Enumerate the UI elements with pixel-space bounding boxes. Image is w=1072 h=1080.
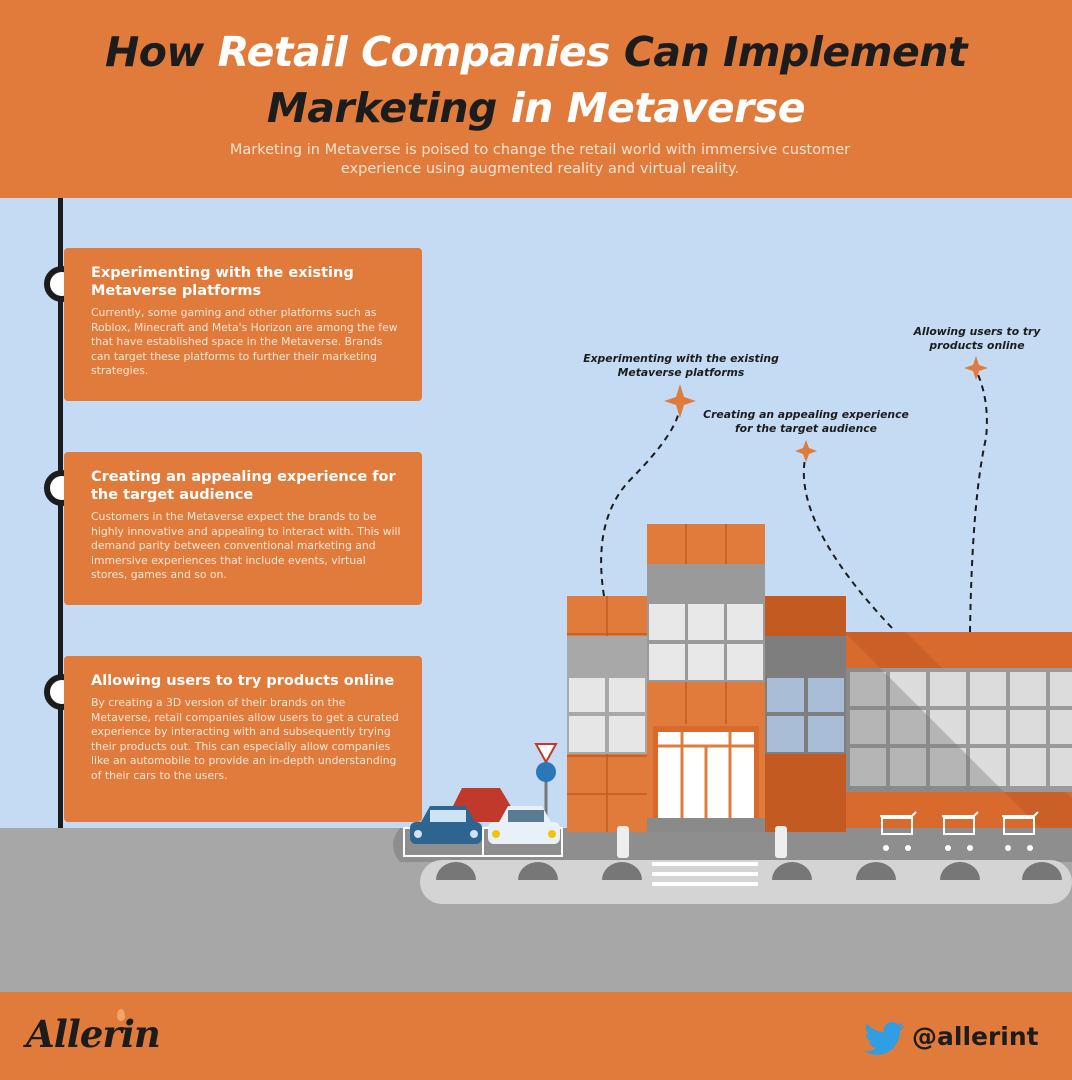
page-title: How Retail Companies Can Implement Marke… — [0, 24, 1072, 136]
twitter-icon — [864, 1022, 904, 1055]
title-word: Marketing — [266, 84, 498, 132]
car-white — [488, 806, 560, 844]
shopping-carts — [880, 811, 1039, 835]
card-title: Experimenting with the existing Metavers… — [91, 265, 354, 299]
dashed-connectors — [600, 369, 988, 633]
info-card: Allowing users to try products online By… — [64, 656, 422, 822]
title-word: How — [104, 28, 204, 76]
title-word: Retail Companies — [217, 28, 611, 76]
page-subtitle: Marketing in Metaverse is poised to chan… — [229, 142, 851, 177]
info-card: Experimenting with the existing Metavers… — [64, 248, 422, 401]
scene-annotation: Creating an appealing experience for the… — [703, 408, 909, 435]
title-word: in Metaverse — [510, 84, 806, 132]
card-title: Creating an appealing experience for the… — [91, 469, 396, 503]
yield-sign — [534, 743, 558, 765]
scene-annotation: Allowing users to try products online — [913, 325, 1041, 352]
card-body: Currently, some gaming and other platfor… — [91, 306, 398, 378]
brand-logo: Allerin — [26, 1012, 161, 1056]
bollard — [617, 826, 629, 858]
flame-icon — [117, 1009, 125, 1021]
road-bumps — [436, 862, 1062, 880]
header-banner — [0, 0, 1072, 198]
sparkle-icons — [664, 356, 988, 462]
scene-annotation: Experimenting with the existing Metavers… — [583, 352, 779, 379]
store-illustration — [0, 356, 1072, 992]
bollard — [775, 826, 787, 858]
car-blue — [410, 806, 482, 844]
entrance-steps — [652, 862, 758, 886]
title-word: Can Implement — [623, 28, 968, 76]
card-body: Customers in the Metaverse expect the br… — [91, 510, 401, 582]
info-card: Creating an appealing experience for the… — [64, 452, 422, 605]
twitter-handle[interactable]: @allerint — [912, 1022, 1039, 1051]
card-body: By creating a 3D version of their brands… — [91, 696, 399, 782]
timeline-line — [58, 198, 63, 828]
direction-sign — [536, 762, 556, 782]
card-title: Allowing users to try products online — [91, 673, 395, 689]
